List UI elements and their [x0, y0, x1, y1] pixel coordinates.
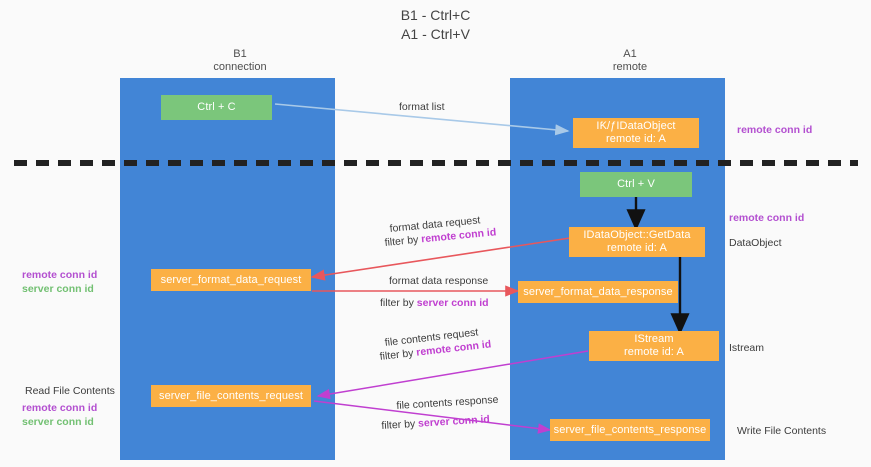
column-header-b1: B1 connection: [213, 48, 267, 73]
annotation-remote-conn-id: remote conn id: [22, 402, 98, 414]
filter-prefix: filter by: [380, 297, 417, 309]
edge-label-file-contents-response-filter: filter by server conn id: [381, 412, 490, 434]
filter-key-server-conn-id: server conn id: [416, 297, 489, 309]
node-server-format-data-request[interactable]: server_format_data_request: [151, 269, 311, 291]
node-ctrl-v[interactable]: Ctrl + V: [580, 172, 692, 197]
node-idataobject-top[interactable]: IƘ/ƒIDataObject remote id: A: [573, 118, 699, 148]
annotation-conn-ids-mid: remote conn id server conn id: [22, 268, 97, 296]
node-server-format-data-response[interactable]: server_format_data_response: [518, 281, 678, 303]
filter-key-server-conn-id: server conn id: [417, 413, 491, 430]
node-idataobject-getdata[interactable]: IDataObject::GetData remote id: A: [569, 227, 705, 257]
annotation-read-file-contents: Read File Contents: [25, 385, 115, 397]
annotation-server-conn-id: server conn id: [22, 416, 94, 428]
filter-prefix: filter by: [379, 346, 418, 363]
annotation-conn-ids-bottom: remote conn id server conn id: [22, 401, 97, 429]
node-ctrl-c[interactable]: Ctrl + C: [161, 95, 272, 120]
annotation-istream: Istream: [729, 342, 765, 354]
annotation-server-conn-id: server conn id: [22, 283, 94, 295]
node-istream[interactable]: IStream remote id: A: [589, 331, 719, 361]
page-title: B1 - Ctrl+C A1 - Ctrl+V: [400, 7, 471, 42]
edge-label-format-data-response: format data response: [389, 275, 489, 287]
edge-label-format-data-response-filter: filter by server conn id: [380, 296, 489, 311]
annotation-remote-conn-id-mid: remote conn id: [729, 212, 805, 224]
annotation-write-file-contents: Write File Contents: [737, 425, 827, 437]
annotation-dataobject: DataObject: [729, 237, 782, 249]
node-server-file-contents-request[interactable]: server_file_contents_request: [151, 385, 311, 407]
edge-label-file-contents-response: file contents response: [396, 393, 499, 412]
annotation-remote-conn-id-top: remote conn id: [737, 124, 813, 136]
filter-prefix: filter by: [381, 417, 419, 432]
column-header-a1: A1 remote: [612, 48, 648, 73]
edge-label-format-list: format list: [399, 101, 445, 113]
annotation-remote-conn-id: remote conn id: [22, 269, 98, 281]
node-server-file-contents-response[interactable]: server_file_contents_response: [550, 419, 710, 441]
filter-prefix: filter by: [384, 233, 422, 249]
